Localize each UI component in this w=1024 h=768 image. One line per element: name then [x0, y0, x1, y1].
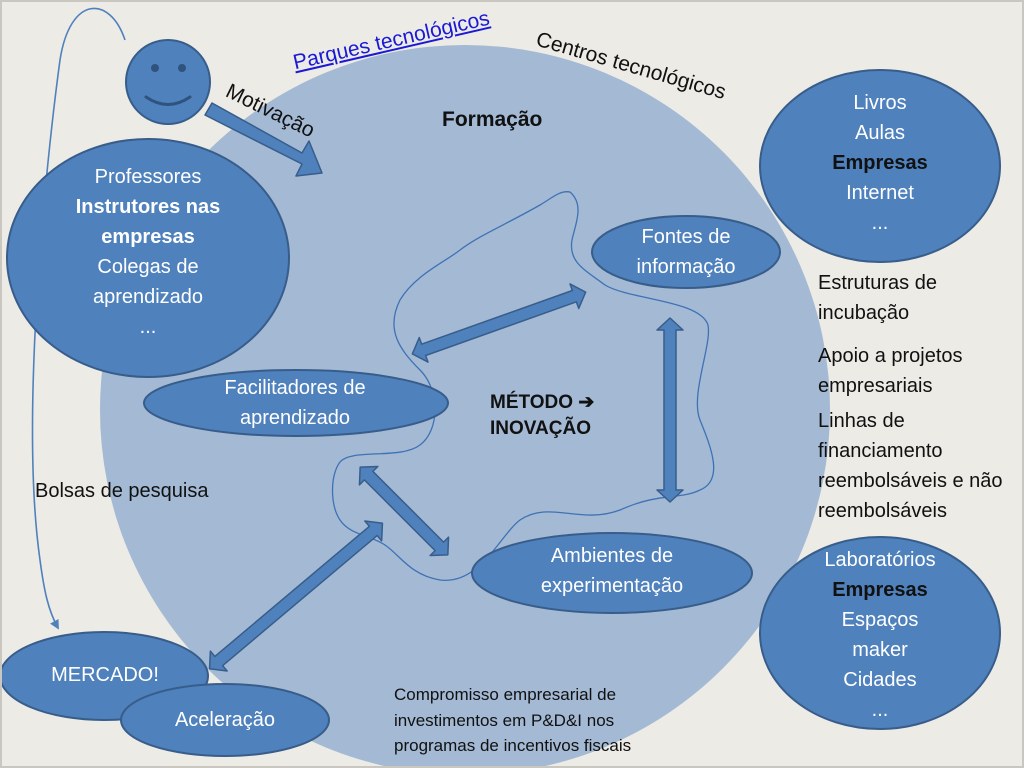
- fontes-line-1: Fontes de: [641, 226, 731, 248]
- method-boundary-line: [331, 191, 715, 581]
- ambientes-line-1: Ambientes de: [550, 545, 674, 567]
- arrow-fontes-ambientes: [656, 317, 684, 503]
- aceleracao-node-text: Aceleração: [135, 705, 315, 735]
- labs-circle-text: Laboratórios Empresas Espaços maker Cida…: [780, 545, 980, 725]
- bolsas-label: Bolsas de pesquisa: [35, 480, 209, 502]
- labs-line-4: maker: [852, 639, 908, 661]
- metodo-inovacao-text: MÉTODO ➔ INOVAÇÃO: [490, 390, 594, 441]
- people-circle-text: Professores Instrutores nas empresas Col…: [18, 162, 278, 342]
- aceleracao-node: [120, 683, 330, 757]
- bolsas-pesquisa-text: Bolsas de pesquisa: [35, 476, 208, 506]
- ambientes-node: [471, 532, 753, 614]
- linhas-line-2: financiamento: [818, 440, 943, 462]
- estruturas-line-2: incubação: [818, 302, 910, 324]
- estruturas-incubacao-text: Estruturas de incubação: [818, 268, 937, 328]
- motivation-arrow: [204, 102, 323, 177]
- ambientes-line-2: experimentação: [540, 575, 684, 597]
- smiley-face-icon: [125, 39, 211, 125]
- linhas-line-3: reembolsáveis e não: [818, 470, 1003, 492]
- people-line-1: Professores: [94, 166, 202, 188]
- fontes-node-text: Fontes de informação: [596, 222, 776, 282]
- compromisso-line-1: Compromisso empresarial de: [394, 685, 617, 704]
- right-arrow-icon: ➔: [578, 392, 595, 413]
- compromisso-line-2: investimentos em P&D&I nos: [394, 710, 615, 730]
- people-circle: [6, 138, 290, 378]
- fontes-node: [591, 215, 781, 289]
- linhas-line-4: reembolsáveis: [818, 500, 947, 522]
- facilitadores-node-text: Facilitadores de aprendizado: [170, 373, 420, 433]
- arrow-facilitadores-ambientes: [358, 465, 450, 557]
- labs-line-2: Empresas: [832, 579, 928, 601]
- arrow-facilitadores-fontes: [411, 283, 587, 363]
- resources-circle: [759, 69, 1001, 263]
- resources-circle-text: Livros Aulas Empresas Internet ...: [780, 88, 980, 238]
- ambientes-node-text: Ambientes de experimentação: [482, 541, 742, 601]
- linhas-line-1: Linhas de: [818, 410, 905, 432]
- facilitadores-line-2: aprendizado: [239, 407, 351, 429]
- apoio-line-2: empresariais: [818, 375, 933, 397]
- inovacao-label: INOVAÇÃO: [490, 417, 591, 439]
- labs-line-5: Cidades: [843, 669, 917, 691]
- labs-line-1: Laboratórios: [824, 549, 936, 571]
- people-line-6: ...: [139, 316, 157, 338]
- resources-line-2: Aulas: [854, 122, 906, 144]
- aceleracao-label: Aceleração: [174, 709, 276, 731]
- mercado-label: MERCADO!: [51, 664, 159, 686]
- labs-line-6: ...: [871, 699, 889, 721]
- resources-line-3: Empresas: [832, 152, 928, 174]
- labs-line-3: Espaços: [841, 609, 919, 631]
- resources-line-1: Livros: [853, 92, 907, 114]
- people-line-5: aprendizado: [92, 286, 204, 308]
- apoio-line-1: Apoio a projetos: [818, 345, 963, 367]
- fontes-line-2: informação: [636, 256, 736, 278]
- people-line-4: Colegas de: [97, 256, 199, 278]
- metodo-label: MÉTODO: [490, 392, 574, 413]
- formacao-title: Formação: [442, 104, 542, 136]
- estruturas-line-1: Estruturas de: [818, 272, 937, 294]
- people-line-2: Instrutores nas: [75, 196, 221, 218]
- people-line-3: empresas: [101, 226, 195, 248]
- facilitadores-line-1: Facilitadores de: [224, 377, 366, 399]
- mercado-node-text: MERCADO!: [10, 660, 200, 690]
- apoio-projetos-text: Apoio a projetos empresariais: [818, 341, 963, 401]
- compromisso-line-3: programas de incentivos fiscais: [394, 736, 632, 755]
- arrow-mercado-center: [208, 520, 384, 672]
- resources-line-4: Internet: [846, 182, 914, 204]
- resources-line-5: ...: [871, 212, 889, 234]
- formacao-title-text: Formação: [442, 108, 543, 131]
- labs-circle: [759, 536, 1001, 730]
- linhas-financiamento-text: Linhas de financiamento reembolsáveis e …: [818, 406, 1003, 526]
- compromisso-text: Compromisso empresarial de investimentos…: [394, 682, 631, 759]
- facilitadores-node: [143, 369, 449, 437]
